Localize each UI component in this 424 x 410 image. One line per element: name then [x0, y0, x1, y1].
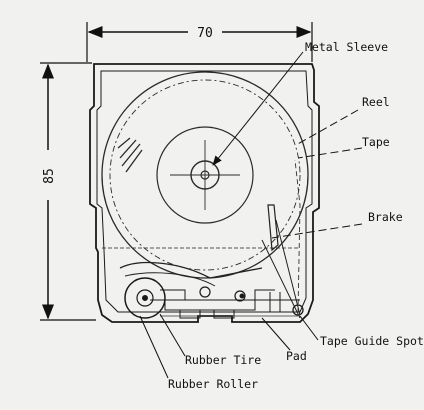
brake-mechanism — [102, 204, 301, 319]
label-pad: Pad — [286, 349, 307, 363]
width-value: 70 — [197, 26, 213, 41]
roller-mechanism — [124, 277, 304, 319]
callout-labels: Metal Sleeve Reel Tape Brake Tape Guide … — [168, 40, 424, 391]
reel — [101, 71, 309, 279]
label-rubber-roller: Rubber Roller — [168, 377, 258, 391]
cartridge-housing — [89, 63, 320, 323]
label-metal-sleeve: Metal Sleeve — [305, 40, 388, 54]
height-value: 85 — [42, 168, 57, 184]
leader-lines — [139, 51, 363, 379]
width-dimension: 70 — [86, 22, 313, 62]
label-tape-guide-spot: Tape Guide Spot — [320, 334, 424, 348]
height-dimension: 85 — [40, 62, 96, 321]
label-rubber-tire: Rubber Tire — [185, 353, 261, 367]
label-tape: Tape — [362, 135, 390, 149]
tape-path — [160, 159, 301, 317]
label-reel: Reel — [362, 95, 390, 109]
label-brake: Brake — [368, 210, 403, 224]
